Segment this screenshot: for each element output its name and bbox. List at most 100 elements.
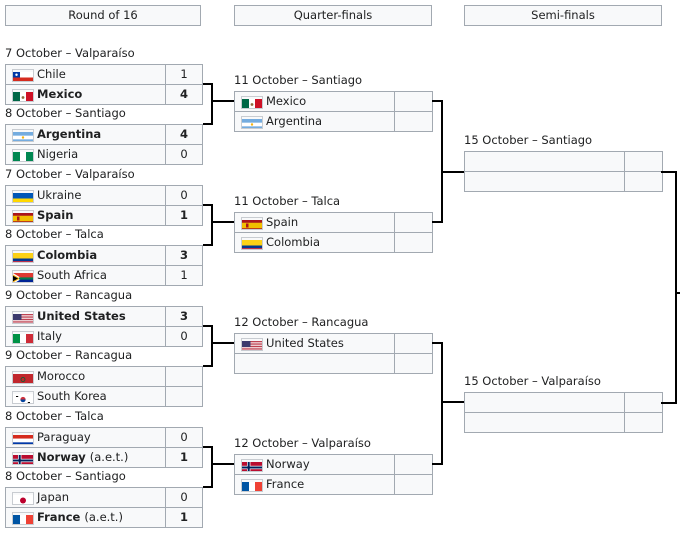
bracket-connector: [441, 171, 464, 173]
team-name-text: Morocco: [37, 369, 86, 383]
team-name[interactable]: Argentina: [37, 125, 101, 144]
team-row: [464, 392, 663, 413]
bracket-connector: [211, 204, 213, 246]
team-cell: South Korea: [5, 386, 166, 407]
score-cell: 3: [166, 306, 203, 327]
bracket-connector: [211, 100, 234, 102]
team-cell: Spain: [234, 212, 395, 233]
team-name[interactable]: United States: [37, 307, 126, 326]
spain-flag-icon: [241, 217, 263, 230]
team-name[interactable]: United States: [266, 334, 344, 353]
team-name-text: Norway: [37, 450, 86, 464]
team-cell: [464, 171, 625, 192]
bracket-connector: [675, 292, 680, 294]
team-row: France: [234, 474, 433, 495]
match-date: 8 October – Santiago: [5, 106, 126, 120]
team-name[interactable]: France (a.e.t.): [37, 508, 123, 527]
match-date: 11 October – Talca: [234, 194, 341, 208]
bracket-connector: [211, 446, 213, 488]
score-cell: [395, 212, 433, 233]
aet-note: (a.e.t.): [84, 510, 123, 524]
team-row: Argentina: [234, 111, 433, 132]
score-cell: 1: [166, 64, 203, 85]
bracket-connector: [432, 221, 443, 223]
team-name[interactable]: Chile: [37, 65, 66, 84]
team-row: United States 3: [5, 306, 203, 327]
bracket-connector: [432, 100, 443, 102]
team-name[interactable]: Colombia: [37, 246, 97, 265]
score-cell: 0: [166, 487, 203, 508]
team-name[interactable]: Morocco: [37, 367, 85, 386]
team-name-text: Argentina: [37, 127, 102, 141]
team-row: Spain: [234, 212, 433, 233]
team-name[interactable]: Colombia: [266, 233, 320, 252]
team-cell: Colombia: [5, 245, 166, 266]
bracket-connector: [211, 221, 234, 223]
match-date: 9 October – Rancagua: [5, 348, 133, 362]
bracket-connector: [441, 401, 464, 403]
team-cell: South Africa: [5, 265, 166, 286]
norway-flag-icon: [241, 459, 263, 472]
score-cell: 0: [166, 185, 203, 206]
score-cell: [395, 232, 433, 253]
team-cell: [464, 412, 625, 433]
team-name[interactable]: Ukraine: [37, 186, 81, 205]
team-name[interactable]: France: [266, 475, 304, 494]
mexico-flag-icon: [12, 89, 34, 102]
team-name-text: Paraguay: [37, 430, 91, 444]
bracket-connector: [661, 171, 677, 173]
team-name[interactable]: Italy: [37, 327, 62, 346]
team-name-text: Mexico: [266, 94, 307, 108]
team-name[interactable]: Mexico: [37, 85, 82, 104]
score-cell: [395, 91, 433, 112]
team-name-text: Norway: [266, 457, 310, 471]
team-cell: France: [234, 474, 395, 495]
team-name[interactable]: South Africa: [37, 266, 107, 285]
team-name[interactable]: Nigeria: [37, 145, 78, 164]
team-cell: Japan: [5, 487, 166, 508]
score-cell: [395, 333, 433, 354]
usa-flag-icon: [241, 338, 263, 351]
team-name-text: United States: [37, 309, 126, 323]
team-name[interactable]: Paraguay: [37, 428, 91, 447]
score-cell: 4: [166, 124, 203, 145]
argentina-flag-icon: [241, 116, 263, 129]
team-cell: Argentina: [234, 111, 395, 132]
score-cell: 1: [166, 507, 203, 528]
team-name[interactable]: Norway (a.e.t.): [37, 448, 128, 467]
team-cell: [464, 151, 625, 172]
team-name[interactable]: Mexico: [266, 92, 306, 111]
score-cell: [395, 111, 433, 132]
team-row: France (a.e.t.) 1: [5, 507, 203, 528]
team-cell: France (a.e.t.): [5, 507, 166, 528]
team-name[interactable]: South Korea: [37, 387, 107, 406]
norway-flag-icon: [12, 452, 34, 465]
score-cell: 1: [166, 265, 203, 286]
team-name[interactable]: Spain: [37, 206, 73, 225]
match-date: 9 October – Rancagua: [5, 288, 133, 302]
score-cell: [395, 474, 433, 495]
team-row: Norway: [234, 454, 433, 475]
team-row: Japan 0: [5, 487, 203, 508]
header-semi-finals: Semi-finals: [464, 5, 662, 26]
team-name[interactable]: Spain: [266, 213, 298, 232]
header-round-of-16: Round of 16: [5, 5, 201, 26]
team-row: South Korea: [5, 386, 203, 407]
team-name[interactable]: Japan: [37, 488, 69, 507]
team-name[interactable]: Argentina: [266, 112, 322, 131]
team-cell: Italy: [5, 326, 166, 347]
bracket-connector: [211, 342, 234, 344]
bracket-connector: [203, 446, 213, 448]
italy-flag-icon: [12, 331, 34, 344]
team-name[interactable]: Norway: [266, 455, 310, 474]
score-cell: [166, 366, 203, 387]
argentina-flag-icon: [12, 129, 34, 142]
match-date: 15 October – Santiago: [464, 133, 593, 147]
team-name-text: Colombia: [37, 248, 98, 262]
france-flag-icon: [12, 512, 34, 525]
team-name-text: France: [37, 510, 81, 524]
chile-flag-icon: [12, 69, 34, 82]
bracket-connector: [432, 342, 443, 344]
bracket-connector: [203, 365, 213, 367]
score-cell: 0: [166, 144, 203, 165]
